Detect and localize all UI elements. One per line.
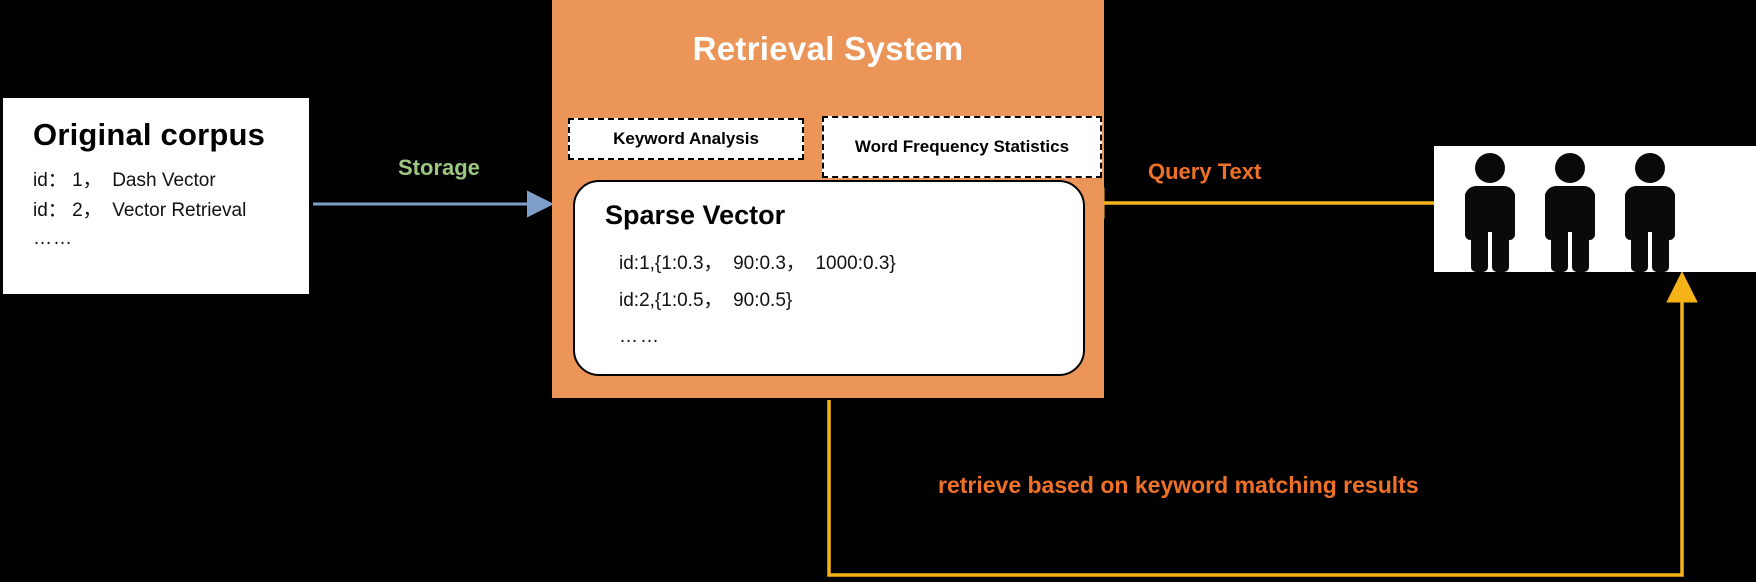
keyword-analysis-module[interactable]: Keyword Analysis: [568, 118, 804, 160]
sparse-vector-entry-2: id:2,{1:0.5， 90:0.5}: [619, 290, 793, 312]
corpus-ellipsis: ……: [33, 227, 73, 249]
page-title: Original corpus: [33, 117, 266, 152]
sparse-vector-card: Sparse Vector id:1,{1:0.3， 90:0.3， 1000:…: [573, 180, 1085, 376]
retrieve-results-flow-label: retrieve based on keyword matching resul…: [938, 472, 1419, 498]
corpus-row-1: id： 1， Dash Vector: [33, 170, 216, 192]
retrieve-results-arrow: [827, 271, 1698, 577]
people-group-icon: [1434, 146, 1756, 272]
query-text-flow-label: Query Text: [1148, 159, 1262, 184]
keyword-analysis-label: Keyword Analysis: [613, 129, 759, 149]
sparse-vector-entry-1: id:1,{1:0.3， 90:0.3， 1000:0.3}: [619, 253, 896, 274]
word-frequency-statistics-label: Word Frequency Statistics: [854, 137, 1070, 157]
sparse-vector-ellipsis: ……: [619, 326, 661, 348]
retrieval-system-title: Retrieval System: [692, 30, 964, 67]
word-frequency-statistics-module[interactable]: Word Frequency Statistics: [822, 116, 1102, 178]
corpus-row-2: id： 2， Vector Retrieval: [33, 199, 247, 221]
sparse-vector-title: Sparse Vector: [605, 200, 786, 230]
storage-flow-label: Storage: [398, 155, 480, 180]
original-corpus-card: Original corpus id： 1， Dash Vector id： 2…: [3, 98, 309, 294]
